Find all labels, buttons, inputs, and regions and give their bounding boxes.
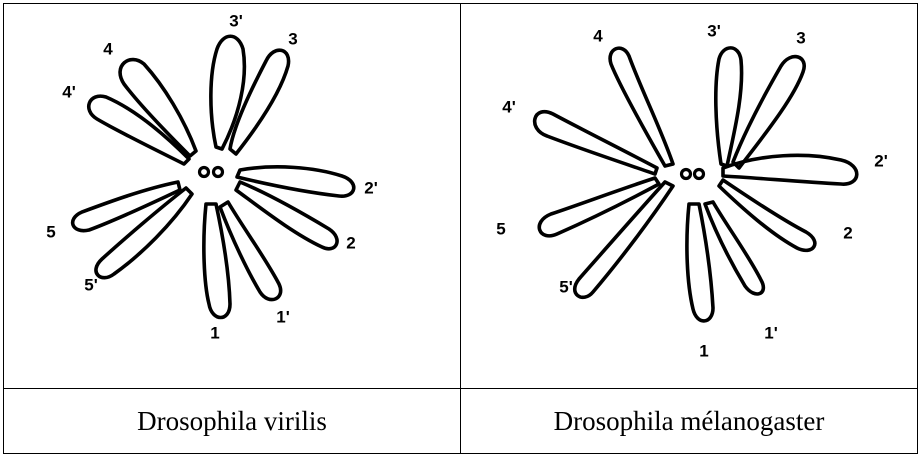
- label-5: 5: [46, 222, 55, 241]
- figure-table: 3' 3 4 4' 2' 2 5 5' 1 1': [3, 3, 918, 454]
- centromere-left: [682, 170, 691, 179]
- chromosome-arm-1: [687, 204, 713, 321]
- caption-row: Drosophila virilis Drosophila mélanogast…: [4, 389, 918, 454]
- chromosome-arm-2: [719, 180, 815, 250]
- label-1-prime: 1': [764, 323, 778, 342]
- label-2: 2: [346, 233, 355, 252]
- label-1: 1: [699, 341, 708, 360]
- virilis-karyotype-diagram: 3' 3 4 4' 2' 2 5 5' 1 1': [4, 4, 460, 388]
- virilis-caption: Drosophila virilis: [4, 389, 461, 454]
- drawing-row: 3' 3 4 4' 2' 2 5 5' 1 1': [4, 4, 918, 389]
- melanogaster-caption: Drosophila mélanogaster: [461, 389, 918, 454]
- label-5-prime: 5': [84, 275, 98, 294]
- label-3-prime: 3': [707, 21, 721, 40]
- label-3: 3: [288, 29, 297, 48]
- label-2: 2: [843, 223, 852, 242]
- melanogaster-karyotype-diagram: 4 3' 3 4' 2' 2 5 5' 1 1': [461, 4, 917, 388]
- centromere-left: [200, 168, 209, 177]
- label-5-prime: 5': [559, 277, 573, 296]
- label-4-prime: 4': [502, 97, 516, 116]
- centromere-right: [214, 168, 223, 177]
- label-1-prime: 1': [276, 307, 290, 326]
- label-1: 1: [210, 323, 219, 342]
- chromosome-arm-2-prime: [237, 167, 354, 196]
- virilis-drawing-cell: 3' 3 4 4' 2' 2 5 5' 1 1': [4, 4, 461, 389]
- label-4-prime: 4': [62, 82, 76, 101]
- chromosome-arm-3-prime: [211, 36, 245, 149]
- label-4: 4: [593, 26, 603, 45]
- label-5: 5: [496, 219, 505, 238]
- label-2-prime: 2': [874, 151, 888, 170]
- centromere-right: [695, 170, 704, 179]
- chromosome-arm-4: [120, 60, 196, 156]
- chromosome-arm-3: [733, 57, 804, 168]
- melanogaster-drawing-cell: 4 3' 3 4' 2' 2 5 5' 1 1': [461, 4, 918, 389]
- label-2-prime: 2': [364, 178, 378, 197]
- label-4: 4: [103, 39, 113, 58]
- chromosome-arm-2-prime: [723, 155, 857, 184]
- label-3: 3: [796, 28, 805, 47]
- label-3-prime: 3': [229, 11, 243, 30]
